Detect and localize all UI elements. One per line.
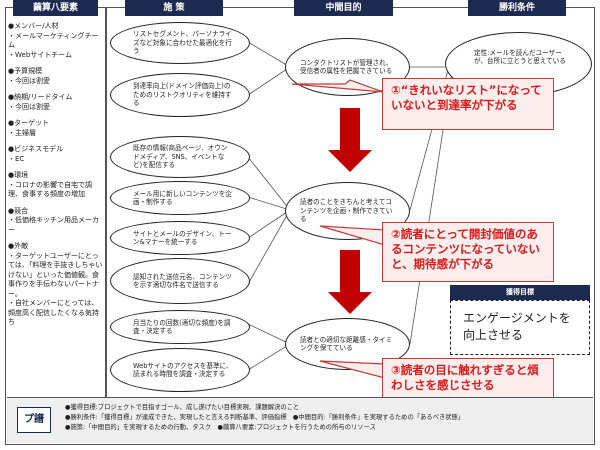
measure-ellipse: 月当たりの回数(適切な頻度)を調査・決定する (110, 310, 250, 344)
element-line: ・主婦層 (8, 128, 36, 137)
elements-list: ●メンバー/人材・メールマーケティングチーム・Webサイトチーム●予算規模・今回… (8, 22, 104, 335)
measure-ellipse: 既存の情報(商品ページ、オウンドメディア、SNS、イベントなど)を配信する (110, 136, 250, 178)
element-line: ・Webサイトチーム (8, 50, 73, 59)
element-line: ・EC (8, 154, 25, 163)
callout-2: ②読者にとって開封価値のあるコンテンツになっていないと、期待感が下がる (382, 222, 554, 282)
pufu-logo-icon: プ譜 (17, 407, 51, 433)
down-arrow (328, 250, 372, 314)
column-divider (105, 7, 107, 397)
header-intermediate: 中間目的 (294, 0, 393, 16)
goal-text: エンゲージメントを向上させる (450, 300, 590, 355)
element-title: ●競合 (8, 206, 29, 215)
element-title: ●環境 (8, 171, 29, 179)
down-arrow (328, 108, 372, 172)
element-item: ●ターゲット・主婦層 (8, 119, 104, 138)
header-measures: 施 策 (125, 0, 223, 16)
legend-line: ●勝利条件:「獲得目標」が達成できた、実現したと言える判断基準、評価指標 ●中間… (65, 414, 465, 421)
measure-ellipse: メール用に新しいコンテンツを企画・制作する (110, 181, 250, 215)
header-victory: 勝利条件 (468, 0, 566, 16)
element-item: ●競合・低価格キッチン用品メーカー (8, 207, 104, 236)
element-item: ●環境・コロナの影響で自宅で調理、食事する頻度の増加 (8, 171, 104, 200)
legend: プ譜 ●獲得目標:プロジェクトで目指すゴール、成し遂げたい目標実現、課題解決のこ… (7, 397, 593, 443)
legend-line: ●獲得目標:プロジェクトで目指すゴール、成し遂げたい目標実現、課題解決のこと (65, 404, 300, 411)
element-item: ●メンバー/人材・メールマーケティングチーム・Webサイトチーム (8, 22, 104, 60)
element-item: ●外敵・ターゲットユーザーにとっては、「料理を手抜きしちゃいけない」といった価値… (8, 242, 104, 328)
element-title: ●ビジネスモデル (8, 145, 64, 153)
element-line: ・コロナの影響で自宅で調理、食事する頻度の増加 (8, 180, 92, 199)
element-line: ・今回は割愛 (8, 102, 50, 111)
measure-ellipse: サイトとメールのデザイン、トーン&マナーを統一する (110, 221, 250, 255)
element-line: ・メールマーケティングチーム (8, 31, 99, 50)
element-title: ●ターゲット (8, 119, 50, 127)
element-item: ●予算規模・今回は割愛 (8, 67, 104, 86)
callout-1: ①“きれいなリスト”になっていないと到達率が下がる (382, 78, 554, 130)
element-line: ・自社メンバーにとっては、頻度高く配信したくなる気持ち (8, 299, 99, 326)
element-title: ●納期/リードタイム (8, 93, 73, 101)
element-line: ・ターゲットユーザーにとっては、「料理を手抜きしちゃいけない」といった価値観。食… (8, 251, 103, 298)
header-elements: 繭算八要素 (13, 0, 98, 16)
measure-ellipse: 認知された送信元名、コンテンツを示す適切な件名で送信する (110, 258, 250, 304)
element-item: ●ビジネスモデル・EC (8, 145, 104, 164)
goal-label: 獲得目標 (450, 285, 590, 300)
measure-ellipse: Webサイトのアクセスを基準に、読まれる時間を調査・決定する (110, 348, 250, 392)
element-item: ●納期/リードタイム・今回は割愛 (8, 93, 104, 112)
element-title: ●メンバー/人材 (8, 22, 59, 30)
element-title: ●予算規模 (8, 67, 43, 75)
element-title: ●外敵 (8, 242, 29, 250)
measure-ellipse: 到達率向上(ドメイン評価向上)のためのリストクオリティを維持する (110, 73, 250, 117)
element-line: ・低価格キッチン用品メーカー (8, 216, 99, 234)
measure-ellipse: リストセグメント、パーソナライズなど対象に合わせた最適化を行う (110, 22, 250, 64)
legend-line: ●施策:「中間目的」を実現するための行動、タスク ●繭算八要素:プロジェクトを行… (65, 424, 376, 431)
element-line: ・今回は割愛 (8, 76, 50, 85)
